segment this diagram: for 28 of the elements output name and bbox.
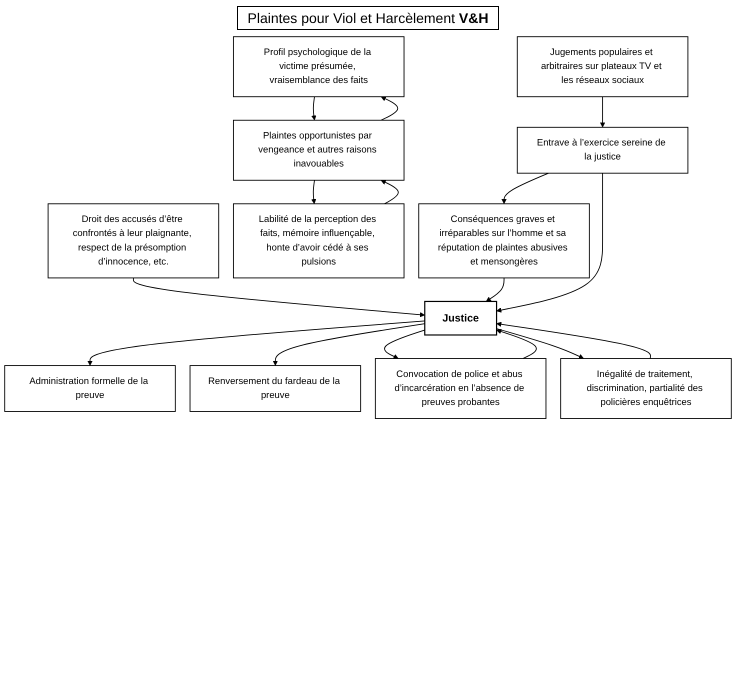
arrow bbox=[496, 322, 651, 359]
arrow bbox=[496, 172, 604, 313]
arrow bbox=[384, 330, 426, 359]
arrow bbox=[380, 96, 398, 121]
arrow bbox=[311, 180, 316, 204]
arrow bbox=[501, 172, 549, 204]
node-box: Conséquences graves et irréparables sur l’homme et sa réputation de plaintes abusives et mensongères bbox=[418, 203, 590, 278]
node-box: Justice bbox=[424, 300, 498, 336]
arrow bbox=[600, 96, 606, 128]
arrow bbox=[272, 323, 426, 366]
arrow bbox=[496, 328, 584, 359]
node-box: Entrave à l’exercice sereine de la justice bbox=[516, 126, 688, 174]
node-box: Renversement du fardeau de la preuve bbox=[190, 365, 362, 412]
node-box: Inégalité de traitement, discrimination, partialité des policières enquêtrices bbox=[560, 358, 732, 419]
arrow bbox=[87, 320, 426, 366]
node-box: Profil psychologique de la victime présumée, vraisemblance des faits bbox=[232, 36, 404, 98]
arrow bbox=[311, 96, 316, 120]
arrow bbox=[380, 180, 399, 204]
node-box: Administration formelle de la preuve bbox=[4, 365, 176, 412]
node-box: Plaintes opportunistes par vengeance et autres raisons inavouables bbox=[232, 120, 404, 181]
arrow bbox=[486, 277, 504, 302]
node-box: Labilité de la perception des faits, mémoire influençable, honte d’avoir cédé à ses pulsions bbox=[232, 203, 404, 278]
node-box: Droit des accusés d’être confrontés à leur plaignante, respect de la présomption d’innocence, etc. bbox=[48, 203, 220, 278]
arrow bbox=[496, 329, 537, 359]
title: Plaintes pour Viol et Harcèlement V&H bbox=[236, 6, 500, 30]
node-box: Jugements populaires et arbitraires sur plateaux TV et les réseaux sociaux bbox=[516, 36, 688, 98]
node-box: Convocation de police et abus d’incarcération en l’absence de preuves probantes bbox=[374, 358, 546, 419]
arrow bbox=[132, 277, 425, 318]
